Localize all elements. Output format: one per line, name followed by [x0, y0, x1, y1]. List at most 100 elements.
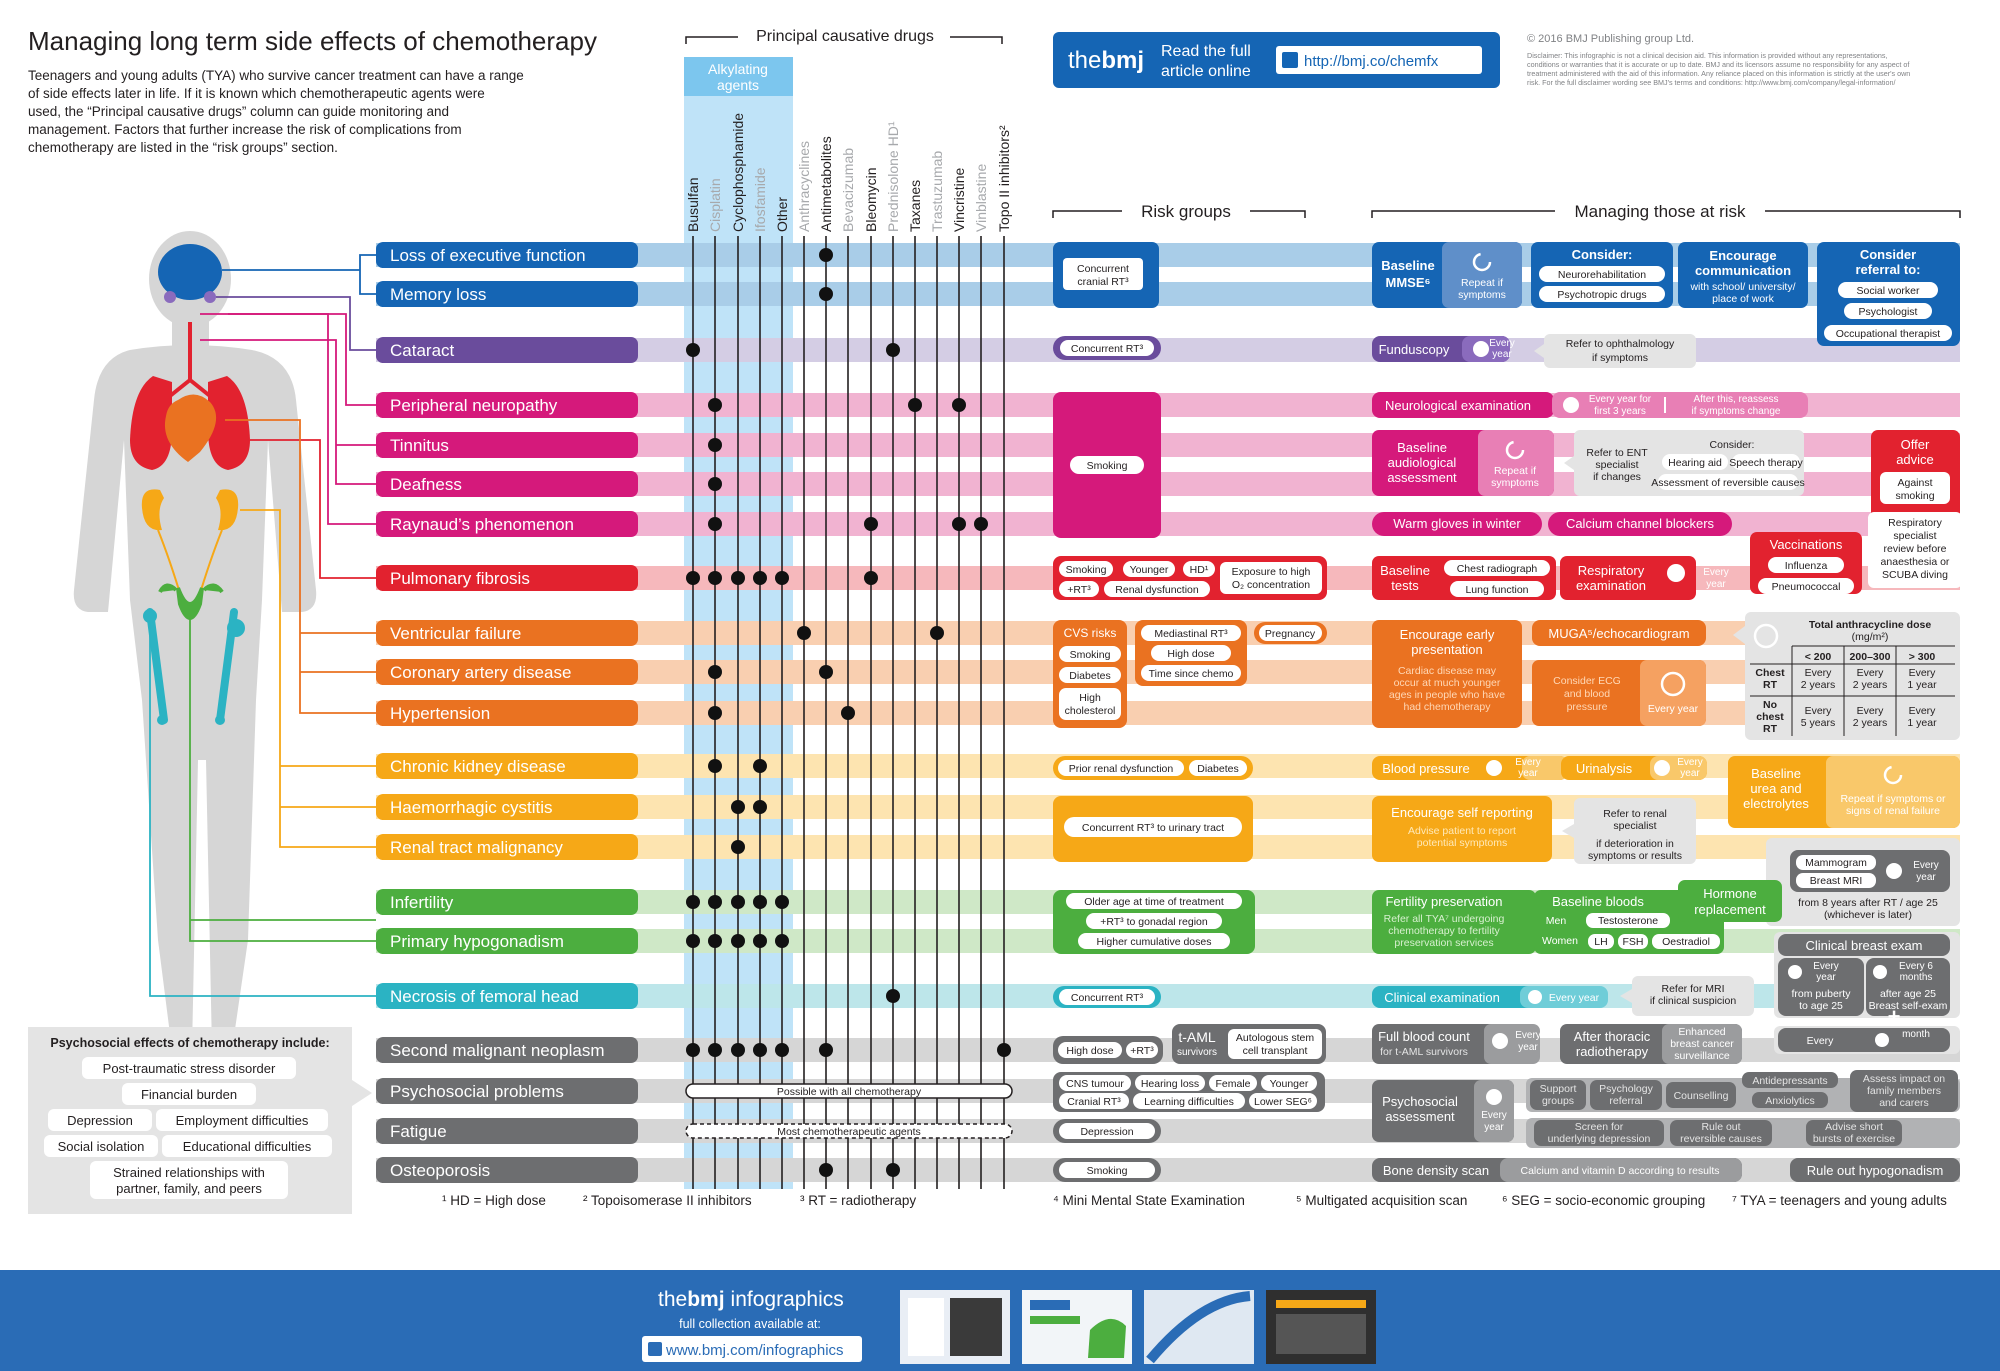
intro-line: used, the “Principal causative drugs” co… — [28, 104, 449, 119]
effect-label: Loss of executive function — [376, 242, 638, 268]
svg-text:Offer: Offer — [1901, 437, 1930, 452]
clock-icon — [1492, 1033, 1508, 1049]
svg-text:partner, family, and peers: partner, family, and peers — [116, 1181, 262, 1196]
clock-icon — [1486, 1089, 1502, 1105]
svg-text:Fertility preservation: Fertility preservation — [1385, 894, 1502, 909]
svg-text:to age 25: to age 25 — [1799, 1000, 1843, 1012]
svg-text:Concurrent: Concurrent — [1077, 263, 1129, 275]
drug-effect-dot — [731, 800, 745, 814]
svg-text:smoking: smoking — [1895, 490, 1934, 502]
svg-text:Every: Every — [1813, 961, 1839, 972]
svg-text:Consider: Consider — [1860, 247, 1916, 262]
svg-text:Mammogram: Mammogram — [1805, 857, 1867, 869]
svg-text:referral: referral — [1609, 1095, 1642, 1107]
footer-logo-bmj: bmj — [687, 1288, 724, 1311]
svg-text:Chest radiograph: Chest radiograph — [1457, 563, 1538, 575]
svg-text:Psychotropic drugs: Psychotropic drugs — [1557, 289, 1646, 301]
svg-text:SCUBA diving: SCUBA diving — [1882, 569, 1948, 581]
footer-url-link[interactable]: www.bmj.com/infographics — [642, 1336, 862, 1362]
infographic-thumbnail[interactable] — [900, 1290, 1010, 1364]
svg-text:Every year for: Every year for — [1589, 394, 1652, 405]
svg-text:Rule out: Rule out — [1701, 1121, 1740, 1133]
svg-text:1 year: 1 year — [1907, 717, 1937, 729]
read-full-line2: article online — [1161, 63, 1251, 80]
svg-text:Concurrent RT³: Concurrent RT³ — [1071, 992, 1144, 1004]
infographic-thumbnail[interactable] — [1144, 1290, 1254, 1364]
svg-text:Pneumococcal: Pneumococcal — [1772, 581, 1841, 593]
reproductive-icon — [158, 583, 224, 620]
intro-line: of side effects later in life. If it is … — [28, 86, 485, 101]
bmj-read-online-box[interactable]: thebmj Read the full article online http… — [1053, 32, 1500, 88]
svg-text:Diabetes: Diabetes — [1197, 763, 1238, 775]
drug-effect-dot — [819, 287, 833, 301]
svg-text:< 200: < 200 — [1805, 651, 1832, 663]
svg-text:Smoking: Smoking — [1087, 460, 1128, 472]
svg-text:Advise short: Advise short — [1825, 1121, 1883, 1133]
svg-text:Clinical breast exam: Clinical breast exam — [1805, 938, 1922, 953]
svg-text:CVS risks: CVS risks — [1064, 626, 1117, 640]
drug-effect-dot — [686, 1043, 700, 1057]
clock-icon — [1486, 760, 1502, 776]
article-url-field[interactable] — [1276, 46, 1482, 74]
svg-text:groups: groups — [1542, 1095, 1574, 1107]
drug-effect-dot — [731, 840, 745, 854]
svg-text:Financial burden: Financial burden — [141, 1087, 237, 1102]
svg-text:FSH: FSH — [1623, 936, 1644, 948]
svg-text:www.bmj.com/infographics: www.bmj.com/infographics — [665, 1342, 844, 1359]
svg-text:Smoking: Smoking — [1087, 1165, 1128, 1177]
svg-text:Younger: Younger — [1130, 564, 1169, 576]
effect-label: Necrosis of femoral head — [376, 983, 638, 1009]
effect-label-text: Coronary artery disease — [390, 663, 571, 682]
svg-text:Occupational therapist: Occupational therapist — [1836, 328, 1941, 340]
svg-text:Anxiolytics: Anxiolytics — [1765, 1095, 1815, 1107]
svg-text:Full blood count: Full blood count — [1378, 1029, 1470, 1044]
svg-text:Baseline bloods: Baseline bloods — [1552, 894, 1644, 909]
svg-text:Every year: Every year — [1549, 992, 1600, 1004]
alkylating-label: agents — [717, 77, 759, 93]
read-full-line1: Read the full — [1161, 43, 1251, 60]
all-chemo-label: Possible with all chemotherapy — [777, 1086, 922, 1098]
svg-text:After this, reassess: After this, reassess — [1693, 394, 1778, 405]
svg-text:Assess impact on: Assess impact on — [1863, 1073, 1945, 1085]
drug-effect-dot — [753, 800, 767, 814]
drug-effect-dot — [753, 895, 767, 909]
svg-text:Respiratory: Respiratory — [1578, 563, 1645, 578]
svg-text:Older age at time of treatment: Older age at time of treatment — [1084, 896, 1224, 908]
svg-text:MUGA⁵/echocardiogram: MUGA⁵/echocardiogram — [1548, 626, 1689, 641]
svg-text:2 years: 2 years — [1853, 679, 1887, 691]
svg-text:Learning difficulties: Learning difficulties — [1144, 1096, 1234, 1108]
svg-text:> 300: > 300 — [1909, 651, 1936, 663]
svg-text:Consider ECG: Consider ECG — [1553, 675, 1621, 687]
drug-effect-dot — [708, 477, 722, 491]
drug-effect-dot — [819, 1043, 833, 1057]
repeat-icon — [1472, 252, 1492, 272]
article-url[interactable]: http://bmj.co/chemfx — [1304, 53, 1439, 70]
svg-text:Every: Every — [1515, 757, 1541, 768]
svg-text:Every: Every — [1481, 1110, 1507, 1121]
effect-label-text: Necrosis of femoral head — [390, 987, 579, 1006]
svg-text:pressure: pressure — [1567, 701, 1608, 713]
drug-effect-dot — [753, 571, 767, 585]
drug-effect-dot — [731, 934, 745, 948]
drug-effect-dot — [974, 517, 988, 531]
clock-icon — [1873, 965, 1887, 979]
drug-effect-dot — [708, 1043, 722, 1057]
infographic-thumbnail[interactable] — [1266, 1290, 1376, 1364]
effect-label: Hypertension — [376, 700, 638, 726]
effect-label: Raynaud’s phenomenon — [376, 511, 638, 537]
drug-effect-dot — [708, 665, 722, 679]
svg-text:Refer to ophthalmology: Refer to ophthalmology — [1566, 338, 1675, 350]
svg-text:Antidepressants: Antidepressants — [1752, 1075, 1827, 1087]
svg-text:Every: Every — [1677, 757, 1703, 768]
effect-label: Chronic kidney disease — [376, 753, 638, 779]
infographic-thumbnail[interactable] — [1022, 1290, 1132, 1364]
svg-text:year: year — [1484, 1122, 1504, 1133]
svg-text:from 8 years after RT / age 25: from 8 years after RT / age 25 — [1798, 897, 1938, 909]
drug-effect-dot — [731, 1043, 745, 1057]
drug-name: Vinblastine — [973, 164, 989, 232]
svg-text:High dose: High dose — [1066, 1045, 1113, 1057]
intro-line: management. Factors that further increas… — [28, 122, 462, 137]
svg-text:Total anthracycline dose: Total anthracycline dose — [1809, 619, 1931, 631]
svg-text:Advise patient to report: Advise patient to report — [1408, 825, 1516, 837]
svg-text:(whichever is later): (whichever is later) — [1824, 909, 1912, 921]
